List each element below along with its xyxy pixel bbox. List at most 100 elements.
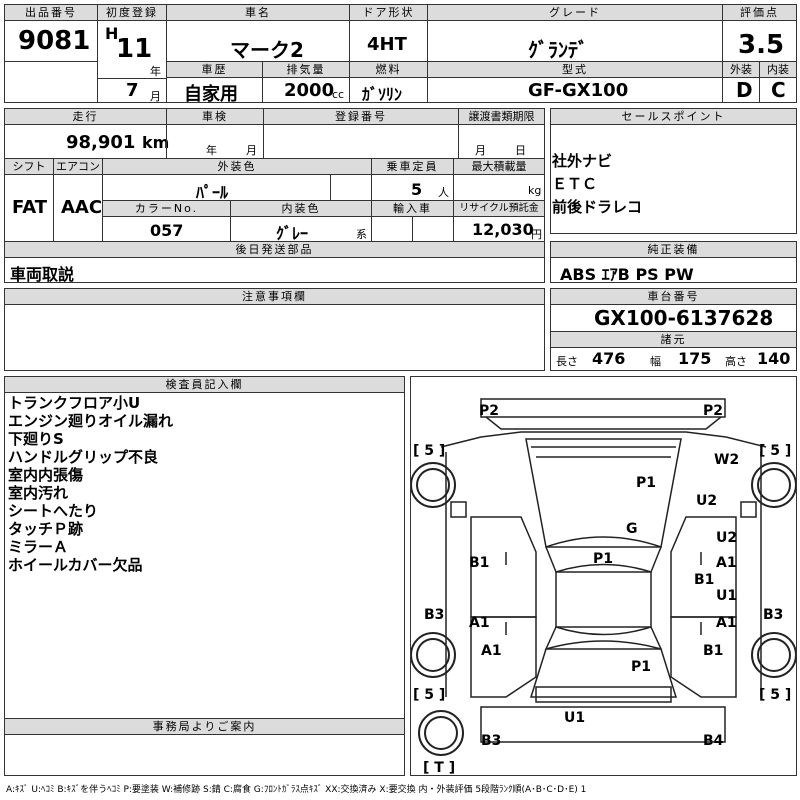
inspector-item: 下廻りS [8,430,64,448]
tire-mark-tl: [ 5 ] [413,443,445,459]
car-name-value: マーク2 [230,38,304,62]
tire-mark-bl: [ 5 ] [413,687,445,703]
first-registration-month: 7 [126,80,139,101]
month-unit: 月 [150,90,161,103]
sales-points-block [550,108,797,234]
interior-grade-label: 内装 [760,62,796,78]
mark-a1-right-1: A1 [716,555,737,571]
inspector-label: 検査員記入欄 [5,377,404,393]
first-registration-era: H [105,24,119,43]
mileage-label: 走行 [5,109,166,125]
specs-label: 諸元 [551,332,796,348]
mark-p2-left: P2 [479,403,499,419]
interior-color-value: ｸﾞﾚｰ [276,224,309,243]
tire-mark-tr: [ 5 ] [759,443,791,459]
mark-u1-bottom: U1 [564,710,585,726]
exterior-grade-label: 外装 [723,62,759,78]
interior-grade-value: C [771,78,786,102]
color-no-label: カラーNo. [103,201,230,217]
damage-diagram: [ 5 ] [ 5 ] [ 5 ] [ 5 ] [ T ] P2 P2 W2 P… [410,376,797,776]
inspector-item: シートへたり [8,502,99,520]
shift-value: FAT [12,197,48,218]
mark-b3-left: B3 [424,607,444,623]
fuel-label: 燃料 [350,62,427,78]
car-diagram-svg: [ 5 ] [ 5 ] [ 5 ] [ 5 ] [ T ] P2 P2 W2 P… [411,398,796,775]
mark-w2: W2 [714,452,739,468]
transfer-docs-label: 譲渡書類期限 [459,109,544,125]
mark-b1-right: B1 [694,572,714,588]
interior-color-unit: 系 [356,228,367,241]
max-load-label: 最大積載量 [454,159,544,175]
model-value: GF-GX100 [528,80,629,101]
inspector-item: トランクフロア小U [8,394,141,412]
tire-mark-br: [ 5 ] [759,687,791,703]
fuel-value: ｶﾞｿﾘﾝ [362,85,403,104]
score-value: 3.5 [738,30,785,60]
mark-u1-right: U1 [716,588,737,604]
shift-label: シフト [5,159,53,175]
inspector-item: ミラーＡ [8,538,69,556]
score-label: 評価点 [723,5,796,21]
inspector-item: 室内内張傷 [8,466,84,484]
spec-height-label: 高さ [725,355,747,368]
displacement-label: 排気量 [263,62,349,78]
inspector-item: タッチＰ跡 [8,520,84,538]
first-registration-year: 11 [116,34,153,64]
door-type-label: ドア形状 [350,5,427,21]
mark-g: G [626,521,638,537]
inspection-year-unit: 年 [206,144,217,157]
sales-point-item: 社外ナビ [552,152,613,170]
capacity-label: 乗車定員 [372,159,453,175]
history-label: 車歴 [167,62,262,78]
mark-b1-left: B1 [469,555,489,571]
mark-u2-right: U2 [716,530,737,546]
grade-label: グレード [428,5,722,21]
exterior-grade-value: D [736,78,753,102]
mark-p1-roof: P1 [593,551,613,567]
sales-point-item: 前後ドラレコ [552,198,643,216]
genuine-equipment-value: ABS ｴｱB PS PW [560,265,694,284]
sales-point-item: ＥＴＣ [552,175,598,193]
model-label: 型式 [428,62,722,78]
spec-width-label: 幅 [650,355,661,368]
inspector-item: エンジン廻りオイル漏れ [8,412,174,430]
mark-b4-bottom: B4 [703,733,724,749]
mark-b3-right: B3 [763,607,783,623]
capacity-value: 5 [411,180,423,199]
registration-number-label: 登録番号 [264,109,458,125]
aircon-value: AAC [61,197,103,218]
aircon-label: エアコン [54,159,102,175]
exterior-color-value: ﾊﾟｰﾙ [196,183,229,202]
damage-legend: A:ｷｽﾞ U:ﾍｺﾐ B:ｷｽﾞを伴うﾍｺﾐ P:要塗装 W:補修跡 S:錆 … [6,785,587,795]
inspector-item: ホイールカバー欠品 [8,556,143,574]
sales-points-label: セールスポイント [551,109,796,125]
spec-length-value: 476 [592,349,626,368]
office-notice-label: 事務局よりご案内 [5,719,404,735]
mark-b3-bottom: B3 [481,733,501,749]
spec-width-value: 175 [678,349,712,368]
transfer-month-unit: 月 [475,144,486,157]
inspector-block [4,376,405,776]
mark-b1-right-2: B1 [703,643,723,659]
capacity-unit: 人 [438,186,449,199]
mark-a1-right-2: A1 [716,615,737,631]
mark-p1-trunk: P1 [631,659,651,675]
grade-value: ｸﾞﾗﾝﾃﾞ [528,38,588,62]
first-registration-label: 初度登録 [98,5,166,21]
recycle-unit: 円 [531,228,542,241]
later-parts-value: 車両取説 [10,265,75,284]
genuine-equipment-label: 純正装備 [551,242,796,258]
transfer-day-unit: 日 [515,144,526,157]
max-load-unit: kg [528,184,542,197]
spec-height-value: 140 [757,349,791,368]
spec-length-label: 長さ [556,355,578,368]
mark-a1-left-1: A1 [469,615,490,631]
mark-a1-left-2: A1 [481,643,502,659]
displacement-value: 2000 [284,80,335,101]
displacement-unit: cc [332,88,345,101]
mark-u2-front-right: U2 [696,493,717,509]
later-parts-label: 後日発送部品 [5,242,544,258]
mark-p2-right: P2 [703,403,723,419]
notes-label: 注意事項欄 [5,289,544,305]
door-type-value: 4HT [367,34,407,55]
